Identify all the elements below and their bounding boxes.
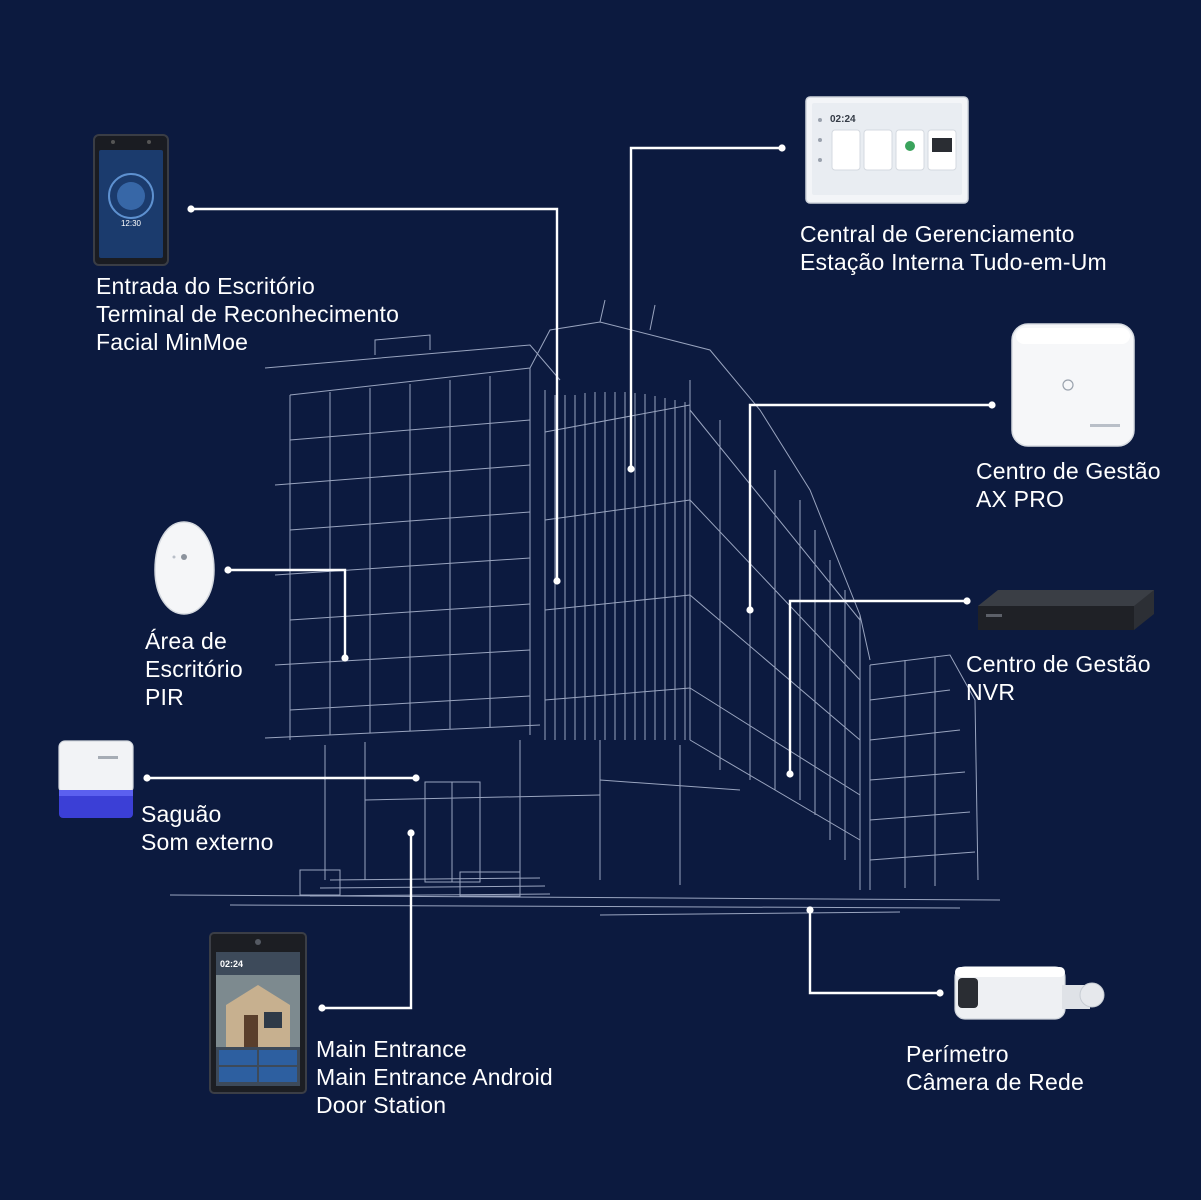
bullet-camera-icon bbox=[954, 966, 1105, 1020]
ax-pro-label-line-1: Centro de Gestão bbox=[976, 458, 1161, 484]
connector-door-station bbox=[322, 833, 413, 1010]
ax-pro-hub-icon bbox=[1011, 323, 1135, 447]
camera-label: Perímetro Câmera de Rede bbox=[906, 1040, 1084, 1096]
nvr-label-line-2: NVR bbox=[966, 679, 1016, 705]
pir-sensor-icon bbox=[154, 521, 215, 615]
connector-face-terminal bbox=[191, 207, 559, 581]
door-station-label-line-3: Door Station bbox=[316, 1092, 447, 1118]
face-terminal-label-line-3: Facial MinMoe bbox=[96, 329, 249, 355]
indoor-station-screen-time: 02:24 bbox=[830, 114, 856, 125]
indoor-station-icon: 02:24 bbox=[805, 96, 969, 204]
door-station-label-line-2: Main Entrance Android bbox=[316, 1064, 553, 1090]
connector-camera bbox=[808, 910, 940, 995]
connector-endpoints bbox=[143, 144, 996, 1012]
indoor-station-label-line-1: Central de Gerenciamento bbox=[800, 221, 1075, 247]
ax-pro-label: Centro de Gestão AX PRO bbox=[976, 457, 1161, 513]
camera-label-line-1: Perímetro bbox=[906, 1041, 1009, 1067]
connector-pir bbox=[228, 568, 347, 658]
door-station-label: Main Entrance Main Entrance Android Door… bbox=[316, 1035, 553, 1119]
face-terminal-label-line-1: Entrada do Escritório bbox=[96, 273, 315, 299]
office-building-illustration bbox=[169, 299, 1001, 916]
pir-label-line-1: Área de bbox=[145, 628, 227, 654]
indoor-station-label: Central de Gerenciamento Estação Interna… bbox=[800, 220, 1107, 276]
door-station-label-line-1: Main Entrance bbox=[316, 1036, 467, 1062]
connector-ax-pro bbox=[748, 403, 992, 610]
indoor-station-label-line-2: Estação Interna Tudo-em-Um bbox=[800, 249, 1107, 275]
outdoor-siren-icon bbox=[58, 740, 134, 818]
face-recognition-terminal-icon: 12:30 bbox=[93, 134, 169, 266]
face-terminal-screen-time: 12:30 bbox=[121, 219, 142, 228]
connector-nvr bbox=[788, 599, 967, 774]
pir-label-line-3: PIR bbox=[145, 684, 184, 710]
connector-indoor-station bbox=[629, 146, 782, 469]
siren-label-line-1: Saguão bbox=[141, 801, 222, 827]
siren-label: Saguão Som externo bbox=[141, 800, 274, 856]
pir-label: Área de Escritório PIR bbox=[145, 627, 243, 711]
nvr-recorder-icon bbox=[978, 590, 1154, 630]
door-station-icon: 02:24 bbox=[209, 932, 307, 1094]
connector-lines bbox=[147, 146, 992, 1010]
face-terminal-label-line-2: Terminal de Reconhecimento bbox=[96, 301, 400, 327]
camera-label-line-2: Câmera de Rede bbox=[906, 1069, 1084, 1095]
face-terminal-label: Entrada do Escritório Terminal de Reconh… bbox=[96, 272, 399, 356]
nvr-label: Centro de Gestão NVR bbox=[966, 650, 1151, 706]
nvr-label-line-1: Centro de Gestão bbox=[966, 651, 1151, 677]
ax-pro-label-line-2: AX PRO bbox=[976, 486, 1065, 512]
pir-label-line-2: Escritório bbox=[145, 656, 243, 682]
door-station-screen-time: 02:24 bbox=[220, 959, 243, 969]
siren-label-line-2: Som externo bbox=[141, 829, 274, 855]
